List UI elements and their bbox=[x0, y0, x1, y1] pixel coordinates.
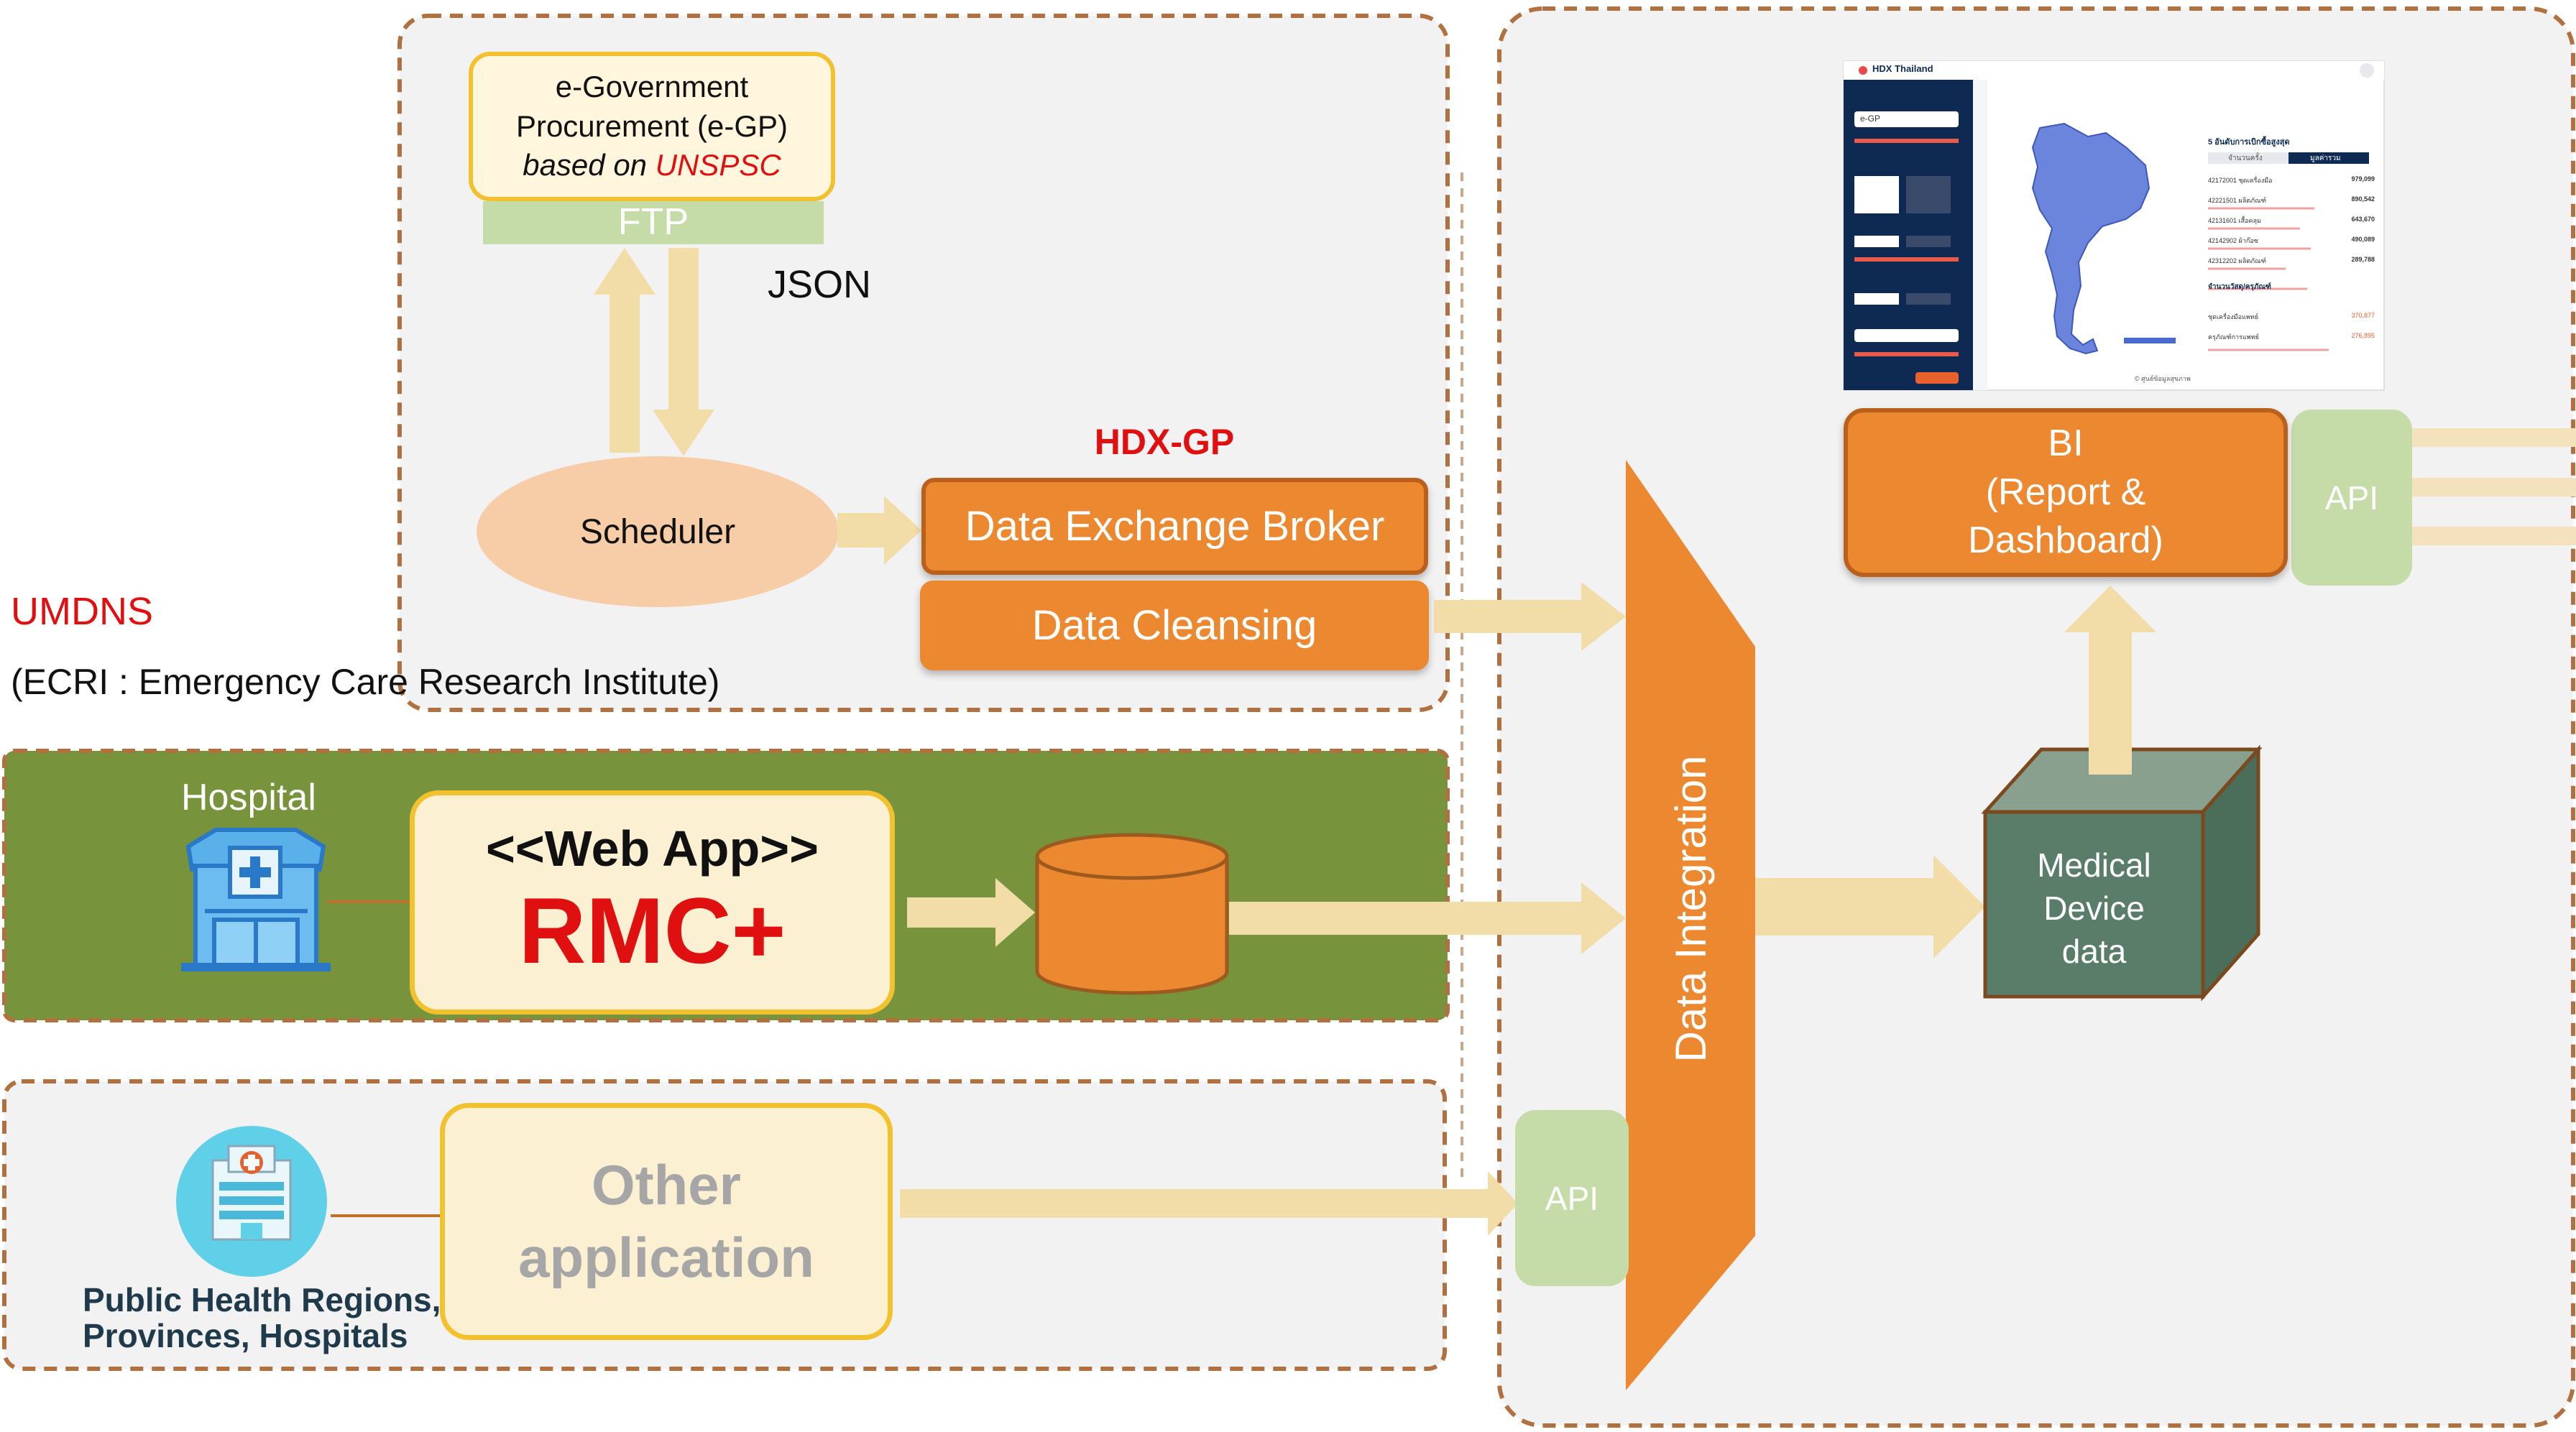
arrow-down-to-scheduler bbox=[653, 248, 714, 456]
dashboard-row-value: 890,542 bbox=[2351, 195, 2375, 203]
arrow-up-to-ftp bbox=[594, 248, 656, 453]
egp-line2: Procurement (e-GP) bbox=[515, 108, 788, 143]
dashboard-row: 42172001 ชุดเครื่องมือ 979,099 bbox=[2208, 175, 2375, 185]
webapp-label: <<Web App>> bbox=[486, 821, 819, 877]
dashboard-row-label: 42172001 ชุดเครื่องมือ bbox=[2208, 177, 2273, 184]
dashboard-sub-value: 276,895 bbox=[2351, 332, 2375, 339]
dashboard-tab2[interactable]: มูลค่ารวม bbox=[2310, 154, 2341, 162]
ecri-label: (ECRI : Emergency Care Research Institut… bbox=[11, 662, 720, 702]
hospital-icon bbox=[181, 828, 331, 971]
ftp-bar bbox=[483, 201, 824, 244]
bi-line1: BI bbox=[2048, 422, 2084, 465]
json-label: JSON bbox=[768, 263, 872, 306]
medical-device-box bbox=[1981, 744, 2263, 1002]
data-integration-shape bbox=[1626, 460, 1755, 1390]
dashboard-sub-row: ชุดเครื่องมือแพทย์ 370,877 bbox=[2208, 312, 2375, 322]
database-icon bbox=[1035, 833, 1229, 995]
dashboard-footer: © ศูนย์ข้อมูลสุขภาพ bbox=[2135, 375, 2191, 382]
public-health-line2: Provinces, Hospitals bbox=[83, 1316, 408, 1354]
dashboard-row: 42142902 ผ้าก๊อซ 490,089 bbox=[2208, 236, 2375, 246]
api-box-bottom: API bbox=[1515, 1110, 1629, 1286]
dashboard-sub-label: ชุดเครื่องมือแพทย์ bbox=[2208, 313, 2258, 320]
dashboard-app-title: HDX Thailand bbox=[1872, 63, 1933, 74]
dashboard-row-label: 42221501 ผลิตภัณฑ์ bbox=[2208, 197, 2266, 204]
scheduler-label: Scheduler bbox=[579, 512, 736, 551]
public-health-icon bbox=[176, 1126, 327, 1277]
scheduler-ellipse bbox=[477, 456, 839, 607]
output-arrow-2 bbox=[2412, 478, 2576, 496]
egp-line1: e-Government bbox=[555, 70, 749, 104]
medical-line2: Device bbox=[2043, 890, 2145, 928]
arrow-db-to-integration bbox=[1229, 882, 1626, 954]
hospital-label: Hospital bbox=[181, 777, 316, 818]
bi-box: BI (Report & Dashboard) bbox=[1844, 408, 2288, 577]
other-app-line2: application bbox=[518, 1226, 814, 1289]
dashboard-row-value: 289,788 bbox=[2351, 256, 2375, 263]
egp-line3: based on UNSPSC bbox=[523, 146, 781, 185]
data-cleansing: Data Cleansing bbox=[920, 581, 1429, 670]
dashboard-row-label: 42142902 ผ้าก๊อซ bbox=[2208, 237, 2258, 244]
dashboard-row: 42131601 เสื้อคลุม 643,670 bbox=[2208, 216, 2375, 226]
hdx-gp-title: HDX-GP bbox=[1094, 422, 1235, 462]
dashboard-row-label: 42131601 เสื้อคลุม bbox=[2208, 217, 2261, 224]
dashboard-tab1[interactable]: จำนวนครั้ง bbox=[2228, 154, 2263, 162]
medical-line3: data bbox=[2061, 932, 2127, 970]
other-application-box: Other application bbox=[440, 1103, 893, 1340]
dashboard-row-value: 643,670 bbox=[2351, 216, 2375, 223]
webapp-box: <<Web App>> RMC+ bbox=[410, 790, 895, 1015]
arrow-cleansing-to-integration bbox=[1434, 582, 1626, 651]
ftp-label: FTP bbox=[617, 201, 689, 243]
dashboard-screenshot bbox=[1843, 60, 2385, 391]
dashboard-sub-value: 370,877 bbox=[2351, 312, 2375, 319]
data-integration-label: Data Integration bbox=[1666, 755, 1715, 1063]
thailand-map bbox=[2031, 122, 2150, 355]
medical-line1: Medical bbox=[2037, 846, 2151, 884]
dashboard-row: 42221501 ผลิตภัณฑ์ 890,542 bbox=[2208, 195, 2375, 205]
dashboard-select: e-GP bbox=[1860, 114, 1881, 124]
output-arrow-3 bbox=[2412, 527, 2576, 545]
other-app-line1: Other bbox=[591, 1152, 742, 1216]
dashboard-row-value: 490,089 bbox=[2351, 236, 2375, 243]
dashboard-row-value: 979,099 bbox=[2351, 175, 2375, 183]
dashboard-sub-title: จำนวนวัสดุ/ครุภัณฑ์ bbox=[2208, 283, 2271, 291]
arrow-medical-to-bi bbox=[2064, 586, 2156, 775]
dashboard-sub-label: ครุภัณฑ์การแพทย์ bbox=[2208, 333, 2259, 341]
egp-based-on: based on bbox=[523, 148, 648, 183]
bi-line3: Dashboard) bbox=[1968, 519, 2163, 562]
data-exchange-broker: Data Exchange Broker bbox=[921, 478, 1428, 575]
egp-box: e-Government Procurement (e-GP) based on… bbox=[469, 52, 835, 201]
arrow-integration-to-medical bbox=[1755, 855, 1985, 958]
api-box-top: API bbox=[2291, 410, 2412, 586]
public-health-line1: Public Health Regions, bbox=[83, 1281, 441, 1318]
output-arrow-1 bbox=[2412, 428, 2576, 447]
arrow-scheduler-to-broker bbox=[837, 496, 921, 565]
rmc-label: RMC+ bbox=[518, 878, 786, 984]
arrow-webapp-to-db bbox=[907, 878, 1035, 947]
dashboard-row-label: 42312202 ผลิตภัณฑ์ bbox=[2208, 257, 2266, 264]
bi-line2: (Report & bbox=[1985, 471, 2146, 513]
arrow-otherapp-to-api bbox=[900, 1171, 1518, 1236]
medical-device-label: Medical Device data bbox=[1985, 833, 2203, 984]
public-health-label: Public Health Regions, Provinces, Hospit… bbox=[83, 1281, 441, 1354]
egp-unspsc: UNSPSC bbox=[655, 148, 781, 183]
dashboard-row: 42312202 ผลิตภัณฑ์ 289,788 bbox=[2208, 256, 2375, 266]
dashboard-sub-row: ครุภัณฑ์การแพทย์ 276,895 bbox=[2208, 332, 2375, 342]
umdns-label: UMDNS bbox=[11, 590, 153, 633]
dashboard-panel-title: 5 อันดับการเบิกซื้อสูงสุด bbox=[2208, 138, 2290, 147]
